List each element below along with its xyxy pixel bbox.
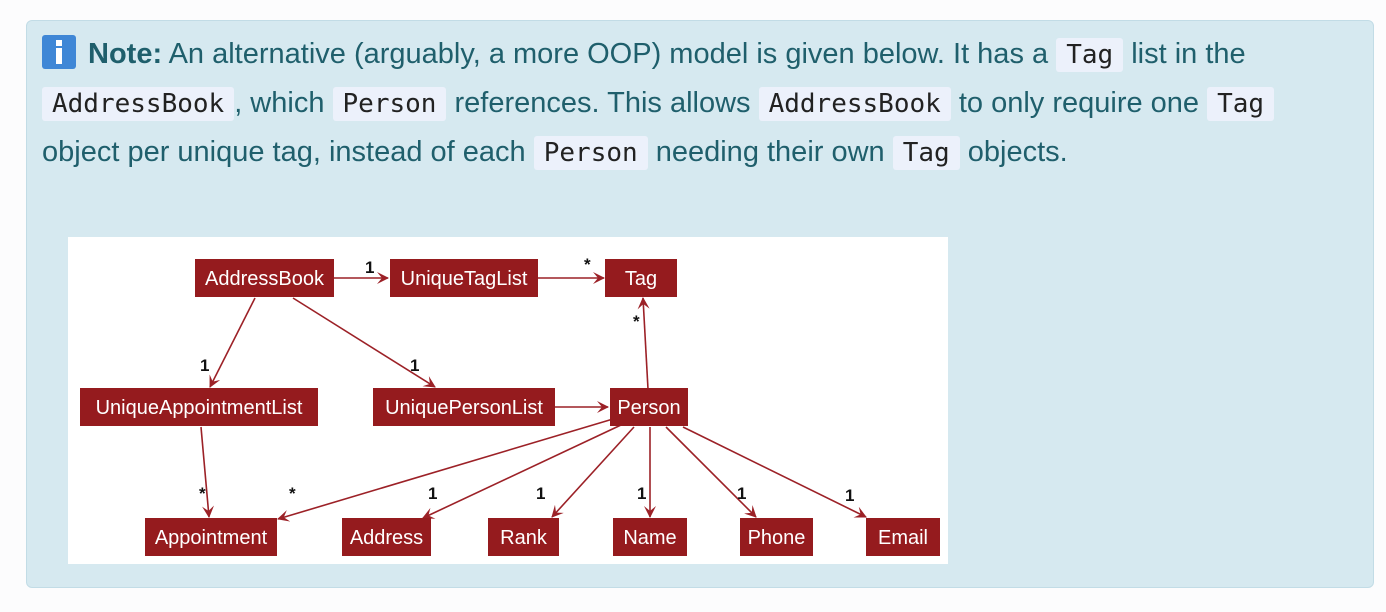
inline-code: AddressBook	[42, 87, 235, 121]
node-person: Person	[610, 388, 688, 426]
edge-person-address	[422, 424, 622, 519]
node-name-label: Name	[623, 527, 676, 549]
mult-person-tag: *	[633, 312, 640, 331]
edge-addressbook-uniquepersonlist	[292, 297, 436, 388]
class-diagram: 1 * * 1 1 * * 1 1 1 1 1 AddressBook Uniq…	[68, 237, 948, 564]
mult-person-address: 1	[428, 484, 437, 503]
node-rank-label: Rank	[500, 527, 548, 549]
note-body: An alternative (arguably, a more OOP) mo…	[42, 38, 1275, 170]
node-uniquetaglist: UniqueTagList	[390, 259, 538, 297]
note-text-segment: objects.	[959, 136, 1068, 168]
note-text-segment: references. This allows	[446, 87, 759, 119]
node-email-label: Email	[878, 527, 928, 549]
mult-appt-list: *	[199, 484, 206, 503]
node-email: Email	[866, 518, 940, 556]
node-phone: Phone	[740, 518, 813, 556]
edge-person-phone	[665, 426, 757, 518]
edge-person-appointment	[277, 418, 614, 522]
node-uniquepersonlist-label: UniquePersonList	[385, 397, 543, 419]
note-text-segment: needing their own	[647, 136, 893, 168]
node-name: Name	[613, 518, 687, 556]
mult-person-email: 1	[845, 486, 854, 505]
inline-code: Tag	[1056, 38, 1124, 72]
edge-addressbook-uniqueappointmentlist	[209, 297, 256, 388]
note-text-segment: object per unique tag, instead of each	[42, 136, 534, 168]
node-rank: Rank	[488, 518, 559, 556]
mult-person-phone: 1	[737, 484, 746, 503]
class-diagram-svg: 1 * * 1 1 * * 1 1 1 1 1 AddressBook Uniq…	[80, 255, 940, 556]
mult-ab-taglist: 1	[365, 258, 374, 277]
node-addressbook: AddressBook	[195, 259, 334, 297]
node-uniqueappointmentlist-label: UniqueAppointmentList	[96, 397, 303, 419]
node-tag: Tag	[605, 259, 677, 297]
inline-code: AddressBook	[758, 87, 951, 121]
mult-person-name: 1	[637, 484, 646, 503]
edge-person-tag	[637, 297, 650, 390]
inline-code: Tag	[1207, 87, 1275, 121]
inline-code: Person	[533, 136, 648, 170]
note-text-segment: list in the	[1123, 38, 1246, 70]
node-uniquetaglist-label: UniqueTagList	[401, 268, 528, 290]
note-text-segment: An alternative (arguably, a more OOP) mo…	[162, 38, 1057, 70]
mult-ab-appt: 1	[200, 356, 209, 375]
mult-ab-personlist: 1	[410, 356, 419, 375]
note-text-segment: , which	[234, 87, 333, 119]
node-address: Address	[342, 518, 431, 556]
node-uniquepersonlist: UniquePersonList	[373, 388, 555, 426]
node-address-label: Address	[350, 527, 423, 549]
edge-person-rank	[551, 426, 635, 518]
mult-taglist-tag: *	[584, 255, 591, 274]
node-uniqueappointmentlist: UniqueAppointmentList	[80, 388, 318, 426]
node-appointment: Appointment	[145, 518, 277, 556]
edge-person-email	[682, 426, 867, 518]
node-phone-label: Phone	[748, 527, 806, 549]
info-icon	[42, 35, 76, 69]
inline-code: Tag	[892, 136, 960, 170]
edge-uniqueappointmentlist-appointment	[200, 426, 215, 518]
node-addressbook-label: AddressBook	[205, 268, 325, 290]
note-text: Note: An alternative (arguably, a more O…	[42, 30, 1332, 177]
mult-person-rank: 1	[536, 484, 545, 503]
node-appointment-label: Appointment	[155, 527, 268, 549]
mult-person-appt: *	[289, 484, 296, 503]
note-label: Note:	[88, 38, 163, 70]
node-person-label: Person	[617, 397, 680, 419]
note-text-segment: to only require one	[950, 87, 1208, 119]
node-tag-label: Tag	[625, 268, 657, 290]
inline-code: Person	[332, 87, 447, 121]
